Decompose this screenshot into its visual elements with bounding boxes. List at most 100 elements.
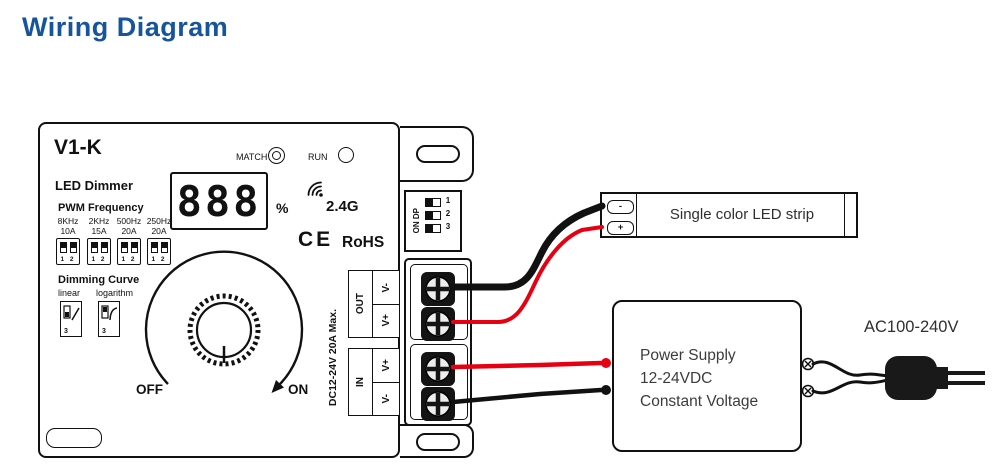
- rf-signal-icon: [307, 181, 323, 197]
- match-button-icon: [268, 147, 285, 164]
- mounting-hole-icon: [416, 145, 460, 163]
- led-strip-label: Single color LED strip: [669, 206, 815, 223]
- knob-on-label: ON: [288, 382, 309, 397]
- dimmer-device: V1-K LED Dimmer MATCH RUN 888 % 2.4G CE …: [38, 122, 400, 458]
- seven-segment-display: 888: [170, 172, 268, 230]
- dip-slider-icon: [151, 242, 158, 253]
- run-indicator-icon: [338, 147, 354, 163]
- dip-pins-label: 1 2: [60, 256, 76, 263]
- log-curve-icon: [101, 305, 118, 321]
- percent-label: %: [276, 200, 289, 216]
- in-vminus-label: V-: [380, 394, 392, 404]
- out-terminal-labels: OUT V- V+: [348, 270, 400, 338]
- dip-pin-label: 3: [102, 328, 106, 335]
- dip-slider-icon: [70, 242, 77, 253]
- dip-pins-label: 1 2: [151, 256, 167, 263]
- run-label: RUN: [308, 152, 328, 162]
- dip-slider-icon: [121, 242, 128, 253]
- dimming-knob-icon: [144, 250, 304, 393]
- ac-terminal-icon: [801, 357, 815, 371]
- out-label: OUT: [355, 293, 366, 315]
- rf-label: 2.4G: [326, 198, 359, 215]
- match-label: MATCH: [236, 152, 268, 162]
- terminal-block: [404, 258, 472, 426]
- power-supply-line3: Constant Voltage: [640, 393, 759, 410]
- screw-terminal-icon: [421, 387, 455, 421]
- dc-rating-label: DC12-24V 20A Max.: [327, 309, 339, 407]
- device-type-label: LED Dimmer: [55, 178, 134, 193]
- wire-in-black: [450, 387, 604, 405]
- dip-slider-icon: [60, 242, 67, 253]
- in-vplus-label: V+: [380, 358, 392, 372]
- dip-pins-label: 1 2: [91, 256, 107, 263]
- dip-slider-icon: [425, 211, 441, 220]
- dip-slider-icon: [101, 242, 108, 253]
- wire-out-red: [451, 225, 604, 324]
- in-terminal-labels: IN V+ V-: [348, 348, 400, 416]
- dimming-dip-linear: 3: [60, 301, 82, 337]
- strip-minus-terminal: -: [607, 200, 634, 214]
- dimming-option-logarithm: logarithm: [96, 288, 134, 298]
- pwm-current-0: 10A: [60, 226, 76, 236]
- dip-slider-icon: [425, 224, 441, 233]
- dip-pins-label: 1 2: [121, 256, 137, 263]
- dimming-dip-logarithm: 3: [98, 301, 120, 337]
- dip-pin-1: 1: [445, 196, 451, 205]
- rohs-mark: RoHS: [342, 234, 385, 251]
- dip-pin-3: 3: [445, 222, 451, 231]
- dip-switch-block: ON DP 1 2 3: [404, 190, 462, 252]
- screw-terminal-icon: [421, 352, 455, 386]
- wire-out-black: [449, 202, 606, 291]
- screw-terminal-icon: [421, 272, 455, 306]
- page-title: Wiring Diagram: [22, 12, 229, 42]
- pwm-current-3: 20A: [151, 226, 167, 236]
- power-supply-line2: 12-24VDC: [640, 370, 713, 387]
- wire-end-dot-red: [601, 358, 611, 368]
- pwm-dip-switch-0: 1 2: [56, 238, 80, 265]
- linear-curve-icon: [63, 305, 80, 321]
- ac-cord: [811, 378, 890, 395]
- power-supply: Power Supply 12-24VDC Constant Voltage: [612, 300, 802, 452]
- pwm-current-1: 15A: [91, 226, 107, 236]
- pwm-title: PWM Frequency: [58, 202, 144, 214]
- dip-slider-icon: [91, 242, 98, 253]
- device-model: V1-K: [54, 136, 102, 159]
- dip-slider-icon: [131, 242, 138, 253]
- knob-off-label: OFF: [136, 382, 163, 397]
- dip-on-label: ON DP: [411, 208, 421, 234]
- label-slot: [46, 428, 102, 448]
- strip-divider: [636, 194, 637, 236]
- power-plug-icon: [885, 356, 985, 400]
- pwm-dip-switch-3: 1 2: [147, 238, 171, 265]
- out-vminus-label: V-: [380, 282, 392, 292]
- dimming-option-linear: linear: [58, 288, 81, 298]
- screw-terminal-icon: [421, 307, 455, 341]
- match-button-inner-icon: [272, 151, 281, 160]
- mounting-hole-icon: [416, 433, 460, 451]
- in-label: IN: [355, 377, 366, 387]
- mounting-ear-top: [400, 126, 474, 182]
- pwm-freq-2: 500Hz: [116, 216, 142, 226]
- strip-divider: [844, 194, 845, 236]
- ac-cord: [811, 360, 890, 378]
- out-vplus-label: V+: [380, 314, 392, 327]
- power-supply-line1: Power Supply: [640, 347, 736, 364]
- wire-in-red: [450, 360, 604, 370]
- ac-terminal-icon: [801, 384, 815, 398]
- pwm-dip-switch-2: 1 2: [117, 238, 141, 265]
- dip-pin-2: 2: [445, 209, 451, 218]
- pwm-current-2: 20A: [121, 226, 137, 236]
- pwm-freq-1: 2KHz: [88, 216, 110, 226]
- strip-plus-terminal: +: [607, 221, 634, 235]
- pwm-freq-3: 250Hz: [146, 216, 172, 226]
- led-strip: - + Single color LED strip: [600, 192, 858, 238]
- dip-slider-icon: [161, 242, 168, 253]
- dimming-curve-title: Dimming Curve: [58, 274, 140, 286]
- pwm-dip-switch-1: 1 2: [87, 238, 111, 265]
- dip-slider-icon: [425, 198, 441, 207]
- pwm-freq-0: 8KHz: [57, 216, 79, 226]
- dip-pin-label: 3: [64, 328, 68, 335]
- ac-voltage-label: AC100-240V: [864, 318, 959, 336]
- ce-mark: CE: [298, 228, 334, 251]
